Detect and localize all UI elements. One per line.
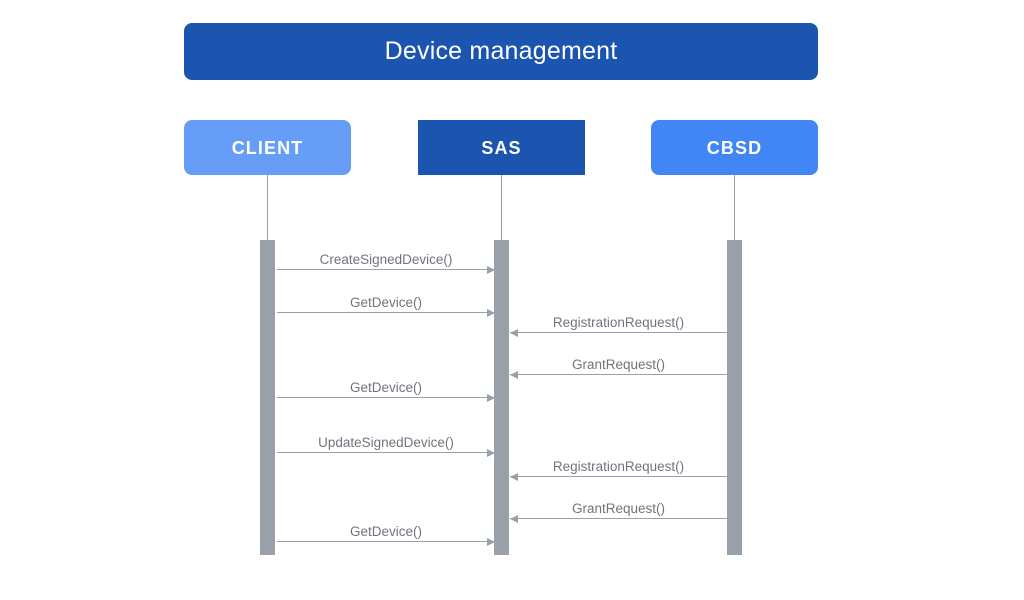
participant-box-client[interactable]: CLIENT xyxy=(184,120,351,175)
message-line xyxy=(277,269,495,270)
message-label: GetDevice() xyxy=(349,523,422,539)
arrowhead-right-icon xyxy=(487,393,495,402)
arrowhead-right-icon xyxy=(487,265,495,274)
activation-bar-cbsd xyxy=(727,240,742,555)
message-label: GetDevice() xyxy=(349,294,422,310)
arrowhead-right-icon xyxy=(487,537,495,546)
message-label: GrantRequest() xyxy=(571,500,666,516)
diagram-title-bar: Device management xyxy=(184,23,818,80)
message-cbsd-to-sas[interactable]: GrantRequest() xyxy=(510,345,727,379)
arrowhead-left-icon xyxy=(510,328,518,337)
message-client-to-sas[interactable]: GetDevice() xyxy=(277,512,495,546)
participant-label-sas: SAS xyxy=(481,137,522,158)
message-line xyxy=(277,397,495,398)
arrowhead-right-icon xyxy=(487,308,495,317)
lifeline-cbsd xyxy=(734,175,735,240)
message-cbsd-to-sas[interactable]: RegistrationRequest() xyxy=(510,303,727,337)
activation-bar-client xyxy=(260,240,275,555)
arrowhead-left-icon xyxy=(510,370,518,379)
arrowhead-left-icon xyxy=(510,514,518,523)
participant-label-client: CLIENT xyxy=(231,137,304,158)
message-line xyxy=(277,452,495,453)
message-line xyxy=(510,476,727,477)
page-title: Device management xyxy=(384,37,618,65)
message-client-to-sas[interactable]: CreateSignedDevice() xyxy=(277,240,495,274)
message-line xyxy=(510,332,727,333)
message-label: CreateSignedDevice() xyxy=(319,251,453,267)
message-label: GrantRequest() xyxy=(571,356,666,372)
lifeline-sas xyxy=(501,175,502,240)
message-line xyxy=(510,518,727,519)
message-client-to-sas[interactable]: GetDevice() xyxy=(277,283,495,317)
message-line xyxy=(277,312,495,313)
message-label: RegistrationRequest() xyxy=(552,314,685,330)
message-label: RegistrationRequest() xyxy=(552,458,685,474)
message-line xyxy=(277,541,495,542)
lifeline-client xyxy=(267,175,268,240)
arrowhead-left-icon xyxy=(510,472,518,481)
participant-box-cbsd[interactable]: CBSD xyxy=(651,120,818,175)
arrowhead-right-icon xyxy=(487,448,495,457)
participant-label-cbsd: CBSD xyxy=(706,137,763,158)
message-client-to-sas[interactable]: GetDevice() xyxy=(277,368,495,402)
message-label: UpdateSignedDevice() xyxy=(318,434,454,450)
participant-box-sas[interactable]: SAS xyxy=(418,120,585,175)
message-label: GetDevice() xyxy=(349,379,422,395)
message-cbsd-to-sas[interactable]: RegistrationRequest() xyxy=(510,447,727,481)
message-line xyxy=(510,374,727,375)
message-cbsd-to-sas[interactable]: GrantRequest() xyxy=(510,489,727,523)
activation-bar-sas xyxy=(494,240,509,555)
message-client-to-sas[interactable]: UpdateSignedDevice() xyxy=(277,423,495,457)
